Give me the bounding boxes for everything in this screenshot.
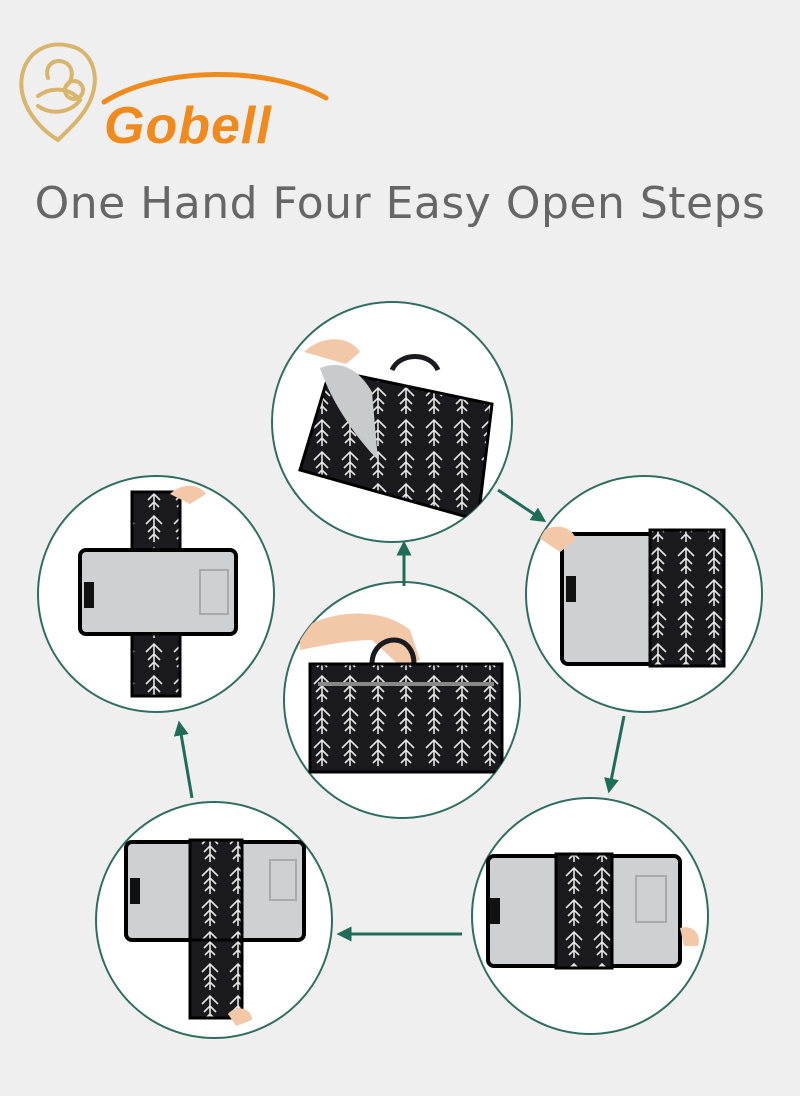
mother-and-baby-icon: [19, 42, 97, 142]
arrow-bottom-left-to-left: [173, 720, 194, 799]
step-circle-fully-open: [37, 475, 275, 713]
brand-name: Gobell: [104, 97, 272, 155]
step-circle-pad-unfolded: [471, 797, 709, 1035]
brand-arc: [101, 72, 329, 105]
step-circle-side-panel: [525, 475, 763, 713]
step-circle-top-flap: [271, 301, 513, 543]
arrow-right-to-bottom-right: [604, 715, 626, 794]
arrow-top-to-right: [497, 488, 547, 523]
step-circle-folded-pad: [283, 581, 521, 819]
step-circle-bottom-flap: [95, 801, 333, 1039]
page-title: One Hand Four Easy Open Steps: [34, 178, 766, 229]
